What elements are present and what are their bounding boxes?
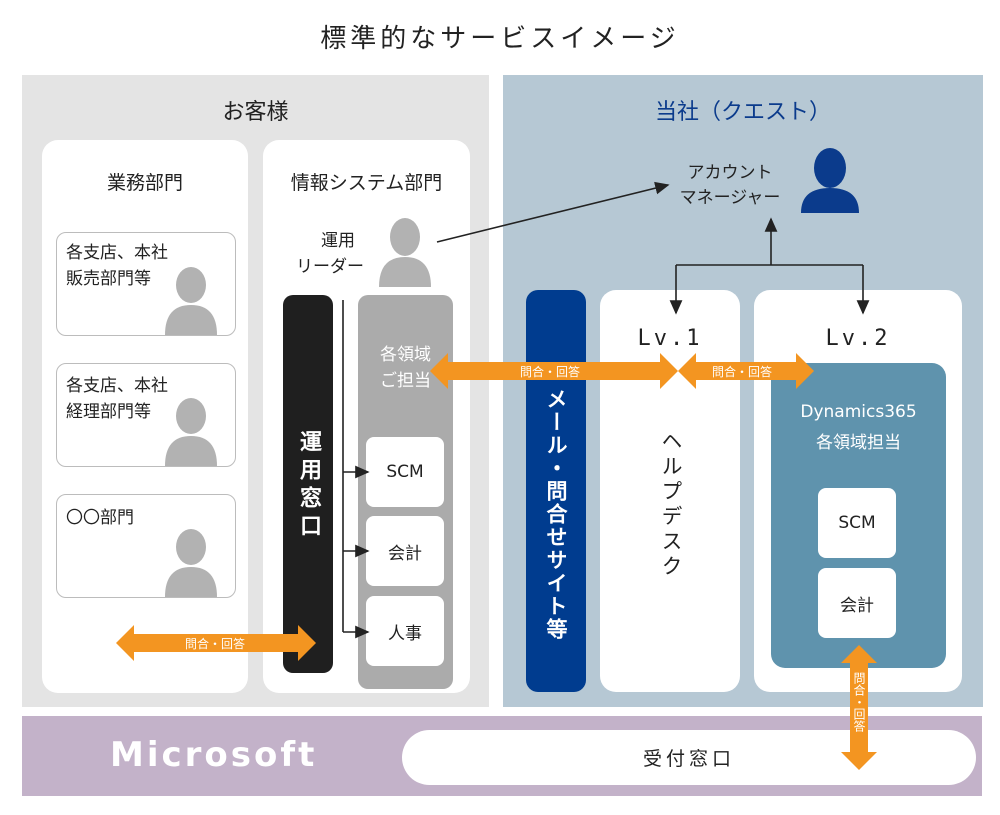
lv1-label: Lv.1 (637, 326, 703, 351)
business-dept-heading: 業務部門 (106, 172, 183, 194)
inquiry-label-mail: 問合・回答 (520, 365, 581, 379)
lv1-card (600, 290, 740, 692)
ops-window-label: 運用窓口 (296, 430, 321, 542)
dynamics-line1: Dynamics365 (800, 402, 917, 422)
sales-dept-line2: 販売部門等 (66, 269, 151, 289)
person-icon (165, 529, 217, 597)
reception-window: 受付窓口 (402, 730, 976, 785)
inquiry-arrow-domain-to-mail (430, 353, 678, 389)
helpdesk-label: ヘルプデスク (659, 430, 683, 580)
inquiry-arrow-customer (116, 625, 316, 661)
leader-to-manager-arrow (436, 181, 670, 243)
account-manager-icon (801, 148, 859, 213)
inquiry-arrow-vertical (841, 645, 877, 770)
person-icon (165, 398, 217, 466)
module-scm: SCM (366, 437, 444, 507)
quest-module-scm: SCM (818, 488, 896, 558)
module-hr: 人事 (366, 596, 444, 666)
mail-site-label: メール・問合せサイト等 (544, 388, 568, 641)
sales-dept-line1: 各支店、本社 (66, 243, 168, 263)
diagram-title: 標準的なサービスイメージ (320, 24, 680, 54)
accounting-dept-line1: 各支店、本社 (66, 376, 168, 396)
customer-title: お客様 (222, 100, 289, 125)
dynamics-line2: 各領域担当 (816, 433, 901, 453)
microsoft-logo: Microsoft (110, 735, 318, 775)
quest-title: 当社（クエスト） (654, 100, 831, 125)
person-icon (165, 267, 217, 335)
ops-window-bar (283, 295, 333, 673)
lv2-label: Lv.2 (825, 326, 891, 351)
mail-site-bar (526, 290, 586, 692)
inquiry-label-vertical: 問合・回答 (852, 672, 866, 732)
domain-owner-line1: 各領域 (380, 345, 431, 365)
accounting-dept-line2: 経理部門等 (66, 402, 151, 422)
module-accounting: 会計 (366, 516, 444, 586)
domain-owner-line2: ご担当 (380, 371, 431, 391)
inquiry-label-lv: 問合・回答 (712, 365, 773, 379)
account-manager-line2: マネージャー (679, 188, 781, 208)
leader-person-icon (379, 218, 431, 287)
leader-label-line2: リーダー (296, 257, 364, 277)
leader-label-line1: 運用 (321, 231, 355, 251)
inquiry-label-customer: 問合・回答 (185, 637, 246, 651)
it-dept-heading: 情報システム部門 (290, 172, 443, 194)
account-manager-line1: アカウント (687, 163, 773, 183)
quest-module-accounting: 会計 (818, 568, 896, 638)
inquiry-arrow-lv1-to-lv2 (678, 353, 814, 389)
other-dept-line1: 〇〇部門 (66, 508, 134, 528)
